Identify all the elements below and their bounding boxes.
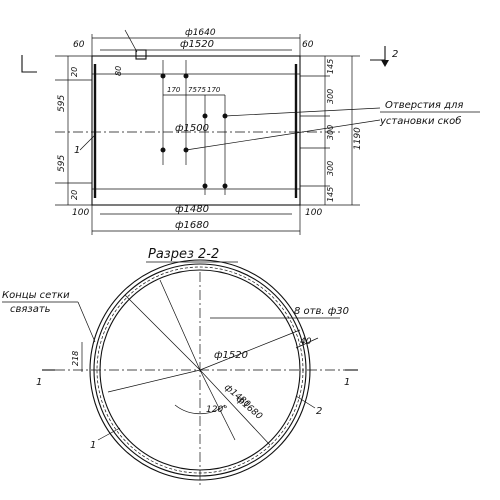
section-mark-2: 2 [392,49,398,60]
dim-1640: ф1640 [185,28,216,38]
radius-ul [124,294,201,371]
dim-300-c: 300 [326,161,335,176]
dim-60-left: 60 [73,40,85,50]
diam-1520: ф1520 [214,350,248,361]
cut-label-left: 1 [36,377,42,388]
cut-mark-left [21,55,37,73]
cylinder-outline [91,55,301,206]
dim-40: 40 [300,337,312,347]
label-1: 1 [90,440,96,451]
radius-1680 [199,369,271,446]
mesh-note-line2: связать [10,304,51,315]
holes-label: 8 отв. ф30 [294,306,349,317]
dim-145-bottom: 145 [326,187,335,202]
spacing-75-b: 75 [197,86,206,94]
notch [135,49,147,60]
dim-20-top: 20 [70,67,79,77]
cut-arrow [381,60,389,67]
callout-leader-a [224,107,381,117]
dim-300-a: 300 [326,89,335,104]
cut-mark-right [370,46,386,61]
dim-300-b: 300 [326,125,335,140]
angle-arc [174,404,226,415]
dim-595-lower: 595 [57,155,67,172]
spacing-170-a: 170 [167,86,181,94]
dim-145-top: 145 [326,59,335,74]
section-title: Разрез 2-2 [148,247,219,262]
dim-40-leader [295,337,319,349]
dim-218: 218 [71,351,80,366]
callout-leader-b [185,119,381,151]
dim-1520-top: ф1520 [180,39,214,50]
dim-1680: ф1680 [175,220,209,231]
dim-100-left: 100 [72,208,89,218]
cut-label-right: 1 [344,377,350,388]
label-2: 2 [316,406,322,417]
dim-1500: ф1500 [175,123,209,134]
dim-20-bottom: 20 [70,190,79,200]
radius-1480 [199,369,236,441]
mesh-note-leader [77,301,96,343]
radius-up [159,279,201,371]
callout-holes-line1: Отверстия для [385,100,463,111]
notch-leader [124,29,138,53]
label-2-leader [295,395,316,409]
dim-595-upper: 595 [57,95,67,112]
label-1-leader [97,427,121,441]
callout-holes-line2: установки скоб [379,115,461,127]
dim-100-right: 100 [305,208,322,218]
leader-1 [79,134,96,151]
dim-60-right: 60 [302,40,314,50]
angle-120: 120° [206,405,228,415]
top-view: ф1640 ф1520 60 60 80 595 595 20 20 145 3… [21,28,480,235]
spacing-75-a: 75 [188,86,197,94]
label-1-top: 1 [74,145,80,156]
mesh-note-line1: Концы сетки [2,290,70,301]
dim-1480: ф1480 [175,204,209,215]
dim-80: 80 [114,66,123,76]
dim-1190: 1190 [353,127,363,150]
spacing-170-b: 170 [207,86,221,94]
radius-left [107,369,201,393]
section-view: Разрез 2-2 ф1520 ф1480 ф1680 120° 8 отв.… [2,247,358,485]
radius-1520 [199,329,301,371]
